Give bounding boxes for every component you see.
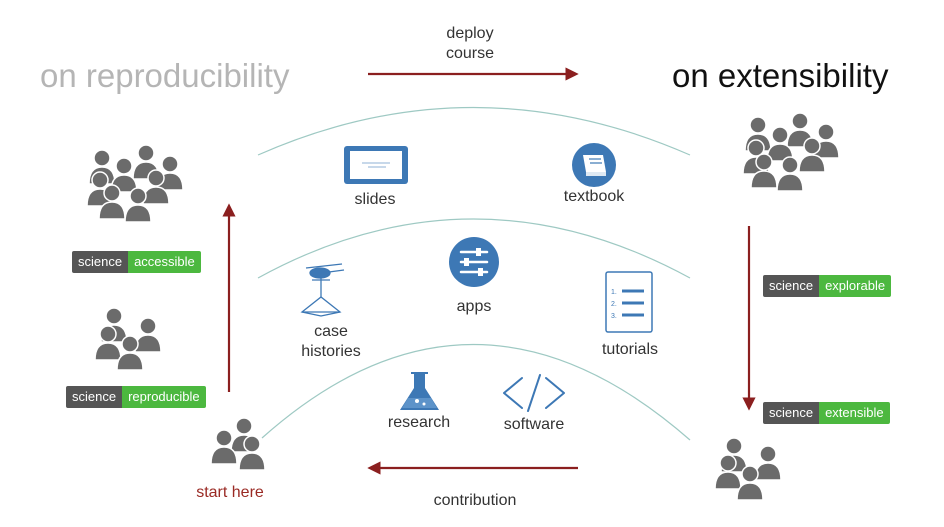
badge-science: science bbox=[72, 251, 129, 273]
badge-science: science bbox=[763, 402, 820, 424]
badge-reproducible-label: reproducible bbox=[122, 386, 206, 408]
badge-extensible-label: extensible bbox=[819, 402, 890, 424]
helicopter-icon bbox=[300, 263, 345, 317]
svg-text:2.: 2. bbox=[611, 301, 617, 308]
start-here-label: start here bbox=[196, 484, 264, 501]
people-medium-right-icon bbox=[714, 437, 782, 501]
badge-science: science bbox=[66, 386, 123, 408]
badge-accessible-label: accessible bbox=[128, 251, 201, 273]
flask-icon bbox=[400, 372, 439, 410]
badge-science: science bbox=[763, 275, 820, 297]
badge-explorable-label: explorable bbox=[819, 275, 892, 297]
badge-reproducible: science reproducible bbox=[66, 386, 206, 408]
textbook-label: textbook bbox=[563, 188, 625, 205]
people-small-start-icon bbox=[210, 417, 266, 471]
people-large-left-icon bbox=[86, 144, 184, 223]
histories-label: histories bbox=[301, 343, 361, 360]
tutorials-label: tutorials bbox=[601, 341, 659, 358]
course-label: course bbox=[445, 45, 495, 62]
case-label: case bbox=[314, 323, 348, 340]
badge-accessible: science accessible bbox=[72, 251, 201, 273]
deploy-label: deploy bbox=[446, 25, 494, 42]
badge-extensible: science extensible bbox=[763, 402, 890, 424]
people-medium-left-icon bbox=[94, 307, 162, 371]
svg-text:3.: 3. bbox=[611, 313, 617, 320]
people-large-right-icon bbox=[742, 112, 840, 192]
case-histories-label: case histories bbox=[288, 322, 374, 362]
apps-icon bbox=[449, 237, 499, 287]
code-icon bbox=[503, 374, 565, 412]
left-heading: on reproducibility bbox=[40, 57, 290, 94]
bottom-arc bbox=[261, 344, 691, 441]
top-arc bbox=[257, 106, 691, 156]
slides-icon bbox=[344, 146, 408, 184]
software-label: software bbox=[503, 416, 565, 433]
tutorials-icon: 1. 2. 3. bbox=[605, 271, 653, 333]
textbook-icon bbox=[572, 143, 616, 187]
svg-text:1.: 1. bbox=[611, 289, 617, 296]
slides-label: slides bbox=[354, 191, 396, 208]
badge-explorable: science explorable bbox=[763, 275, 892, 297]
research-label: research bbox=[387, 414, 451, 431]
right-heading: on extensibility bbox=[672, 57, 889, 94]
apps-label: apps bbox=[456, 298, 492, 315]
middle-arc bbox=[257, 218, 691, 279]
deploy-course-label: deploy course bbox=[420, 24, 520, 64]
contribution-label: contribution bbox=[433, 492, 517, 509]
